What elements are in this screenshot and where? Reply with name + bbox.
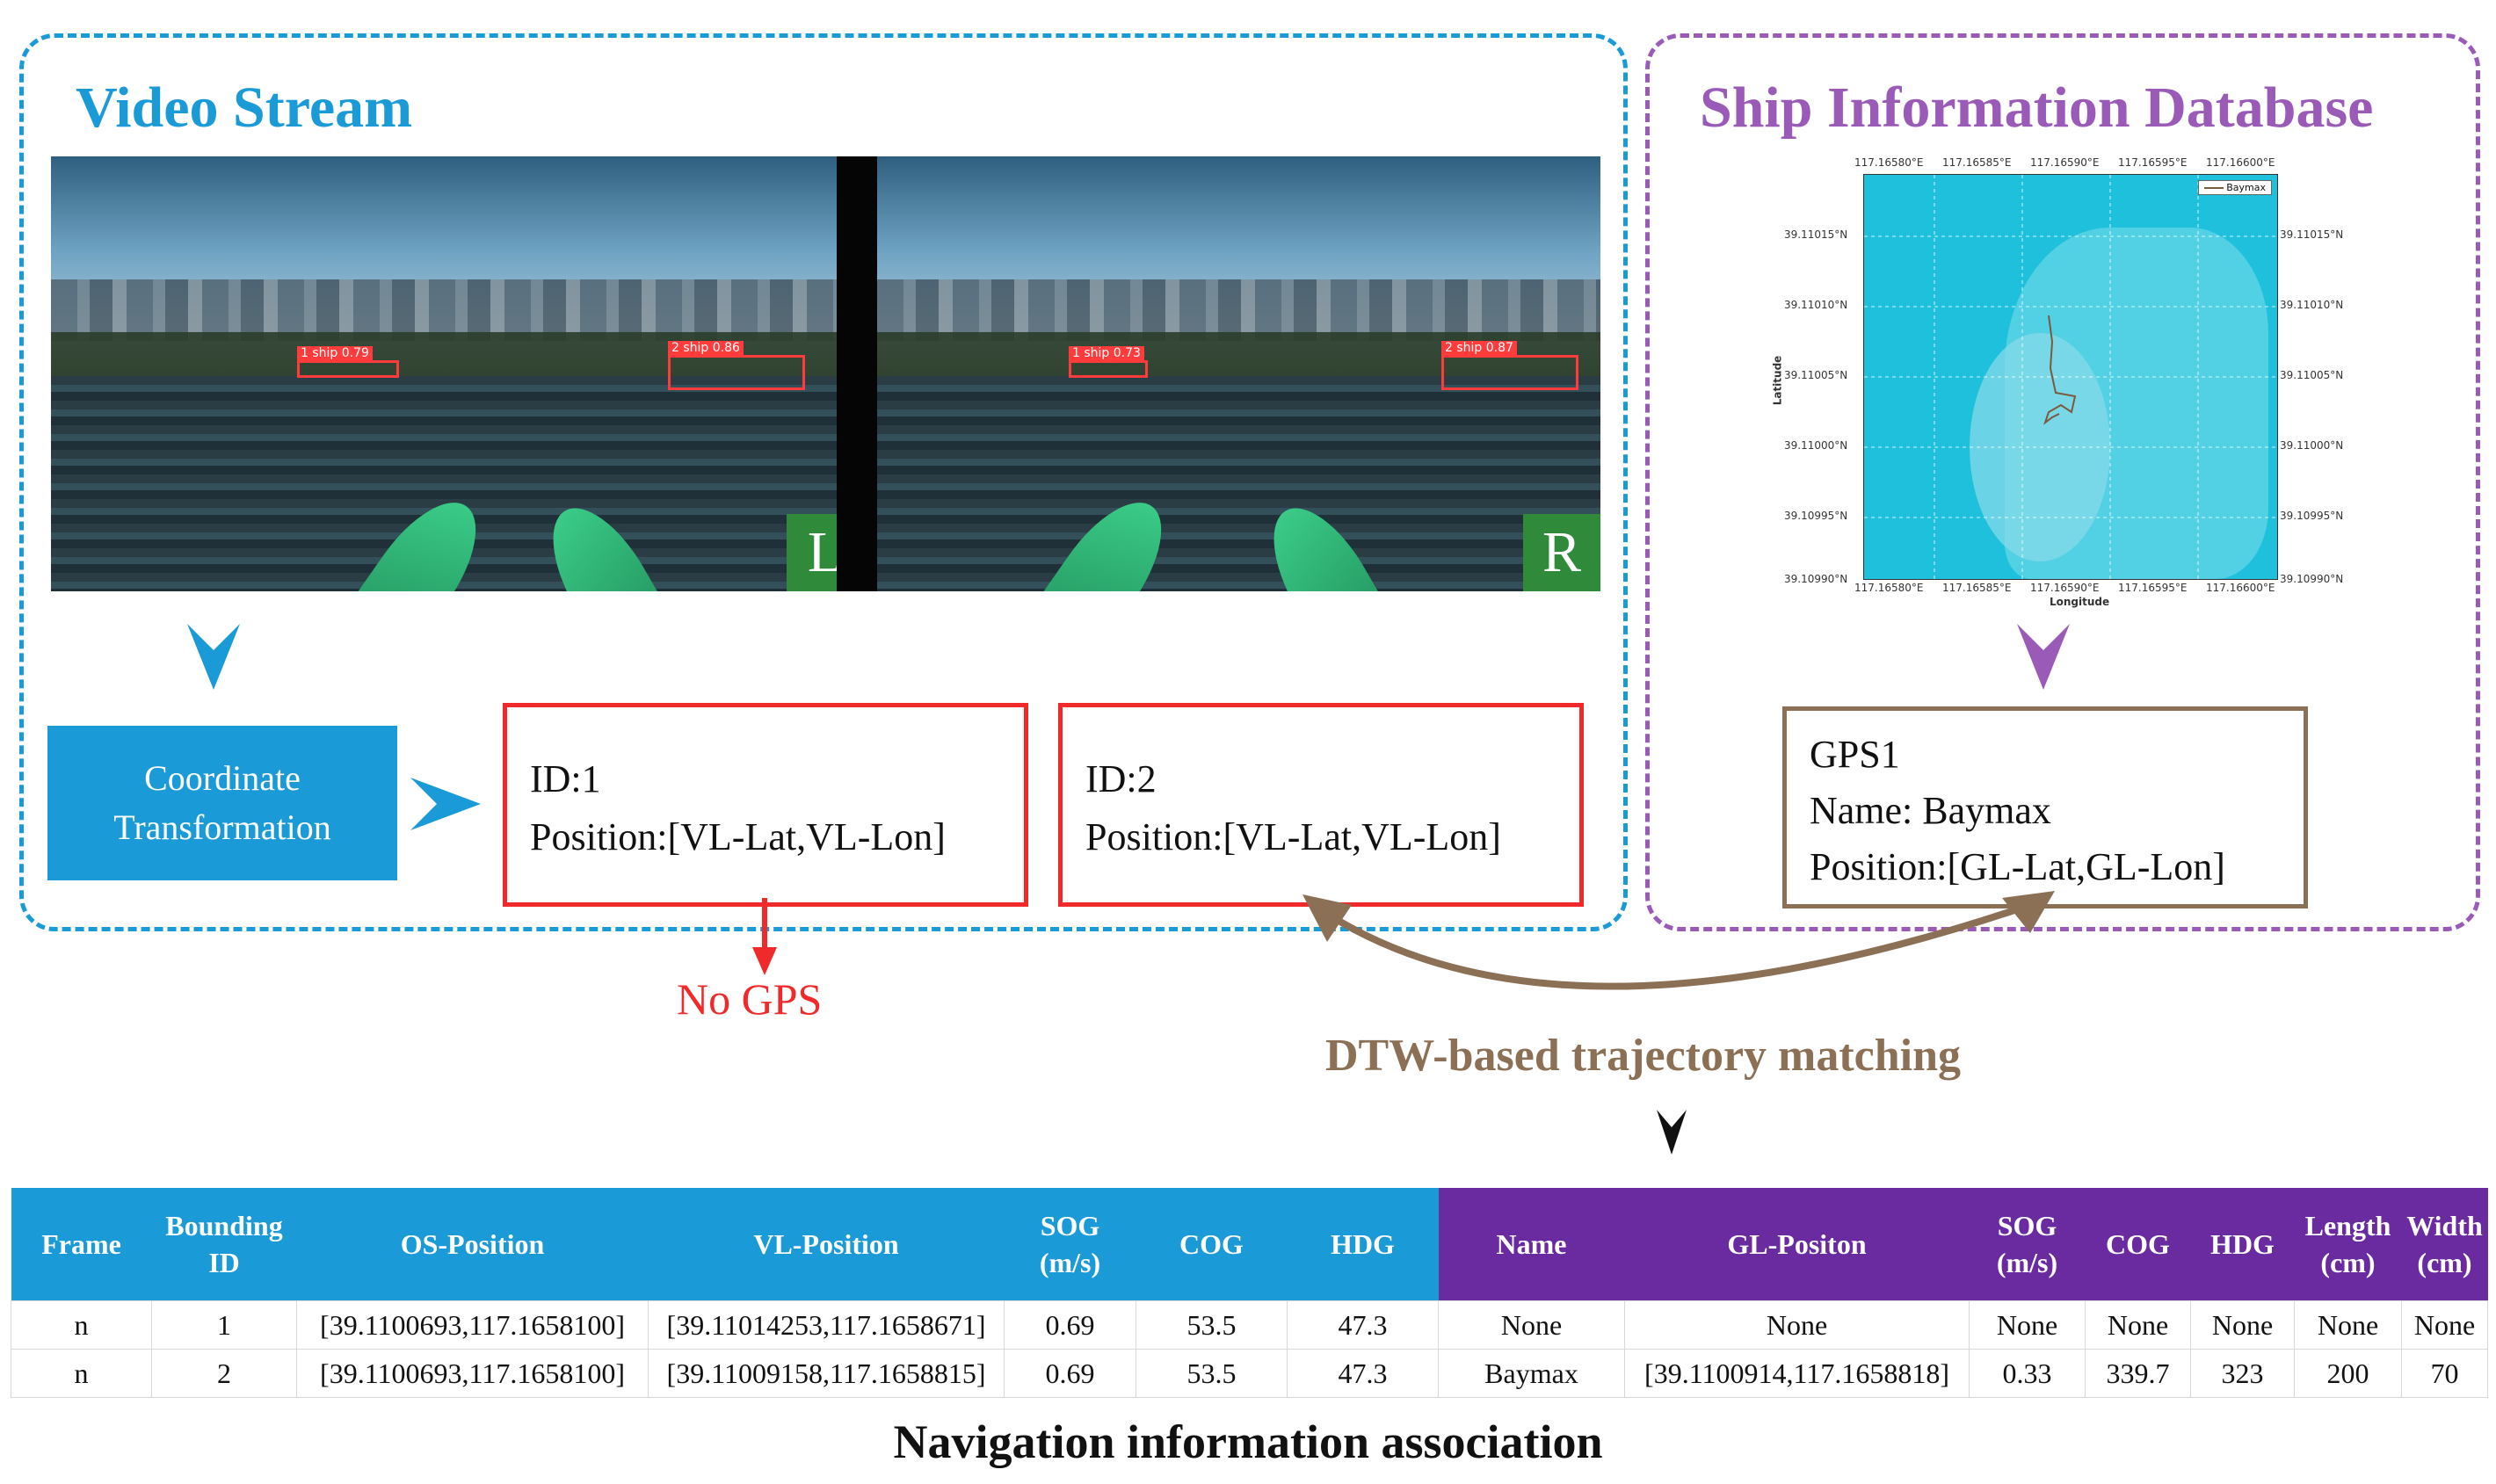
table-cell: None	[2190, 1300, 2295, 1350]
table-cell: [39.1100693,117.1658100]	[296, 1300, 649, 1350]
header-width: Width(cm)	[2401, 1188, 2488, 1301]
table-cell: [39.1100693,117.1658100]	[296, 1349, 649, 1398]
detection-label-1: 1 ship 0.79	[297, 346, 373, 360]
table-cell: 339.7	[2085, 1349, 2191, 1398]
chevron-down-icon	[187, 624, 240, 690]
table-cell: None	[2085, 1300, 2191, 1350]
camera-divider	[837, 156, 877, 591]
header-db-cog: COG	[2085, 1188, 2191, 1301]
table-cell: 0.33	[1969, 1349, 2086, 1398]
left-camera-frame: 1 ship 0.79 2 ship 0.86 L	[51, 156, 864, 591]
map-plot-area: Baymax	[1863, 174, 2278, 580]
arrow-right-icon	[410, 778, 481, 830]
table-cell: 47.3	[1287, 1349, 1439, 1398]
table-cell: 70	[2401, 1349, 2488, 1398]
table-cell: None	[2401, 1300, 2488, 1350]
gps-record-box: GPS1 Name: Baymax Position:[GL-Lat,GL-Lo…	[1782, 706, 2308, 908]
map-legend: Baymax	[2197, 180, 2272, 195]
detection-box-2	[1441, 355, 1578, 390]
table-cell: 200	[2294, 1349, 2402, 1398]
coordinate-transformation-line1: Coordinate	[144, 758, 301, 798]
video-stream-panel	[19, 33, 1628, 931]
target-1-box: ID:1 Position:[VL-Lat,VL-Lon]	[503, 703, 1028, 907]
target-2-id: ID:2	[1085, 757, 1157, 800]
table-cell: [39.11014253,117.1658671]	[648, 1300, 1005, 1350]
table-cell: None	[1438, 1300, 1625, 1350]
target-1-id: ID:1	[530, 757, 601, 800]
chevron-down-icon	[1657, 1110, 1687, 1155]
table-cell: 0.69	[1004, 1300, 1136, 1350]
table-cell: None	[2294, 1300, 2402, 1350]
target-1-position: Position:[VL-Lat,VL-Lon]	[530, 815, 946, 858]
trajectory-map: Baymax 117.16580°E 117.16585°E 117.16590…	[1771, 156, 2344, 608]
table-cell: 0.69	[1004, 1349, 1136, 1398]
detection-box-1	[1069, 360, 1148, 378]
table-cell: n	[11, 1349, 152, 1398]
table-caption: Navigation information association	[893, 1415, 1603, 1468]
target-2-position: Position:[VL-Lat,VL-Lon]	[1085, 815, 1501, 858]
dtw-matching-label: DTW-based trajectory matching	[1325, 1031, 1962, 1081]
map-y-label: Latitude	[1771, 355, 1784, 406]
header-frame: Frame	[11, 1188, 152, 1301]
table-cell: Baymax	[1438, 1349, 1625, 1398]
table-cell: 2	[151, 1349, 297, 1398]
detection-label-2: 2 ship 0.87	[1441, 341, 1517, 355]
header-sog: SOG(m/s)	[1004, 1188, 1136, 1301]
detection-label-2: 2 ship 0.86	[668, 341, 744, 355]
table-cell: [39.1100914,117.1658818]	[1624, 1349, 1970, 1398]
detection-box-2	[668, 355, 805, 390]
target-2-box: ID:2 Position:[VL-Lat,VL-Lon]	[1058, 703, 1584, 907]
table-cell: None	[1624, 1300, 1970, 1350]
baymax-trajectory	[2043, 315, 2077, 425]
header-name: Name	[1438, 1188, 1625, 1301]
table-cell: n	[11, 1300, 152, 1350]
table-cell: None	[1969, 1300, 2086, 1350]
header-db-hdg: HDG	[2190, 1188, 2295, 1301]
gps-record-name: Name: Baymax	[1810, 789, 2051, 832]
no-gps-label: No GPS	[677, 974, 823, 1024]
table-cell: 47.3	[1287, 1300, 1439, 1350]
header-db-sog: SOG(m/s)	[1969, 1188, 2086, 1301]
coordinate-transformation-block: Coordinate Transformation	[47, 726, 397, 880]
dtw-matching-arrow	[1302, 891, 2055, 990]
table-cell: 53.5	[1136, 1349, 1288, 1398]
gps-record-id: GPS1	[1810, 733, 1900, 776]
header-hdg: HDG	[1287, 1188, 1439, 1301]
coordinate-transformation-line2: Transformation	[113, 807, 331, 847]
detection-box-1	[297, 360, 399, 378]
detection-label-1: 1 ship 0.73	[1069, 346, 1144, 360]
header-os-position: OS-Position	[296, 1188, 649, 1301]
header-length: Length(cm)	[2294, 1188, 2402, 1301]
chevron-down-icon	[2017, 624, 2070, 690]
table-cell: 323	[2190, 1349, 2295, 1398]
ship-database-title: Ship Information Database	[1700, 76, 2374, 140]
gps-record-position: Position:[GL-Lat,GL-Lon]	[1810, 845, 2225, 888]
map-x-label: Longitude	[2050, 596, 2110, 608]
header-gl-position: GL-Positon	[1624, 1188, 1970, 1301]
right-view-tag: R	[1523, 514, 1600, 591]
header-cog: COG	[1136, 1188, 1288, 1301]
table-cell: 53.5	[1136, 1300, 1288, 1350]
video-stream-title: Video Stream	[76, 76, 413, 140]
red-arrow-down-icon	[752, 898, 777, 975]
table-cell: 1	[151, 1300, 297, 1350]
header-vl-position: VL-Position	[648, 1188, 1005, 1301]
right-camera-frame: 1 ship 0.73 2 ship 0.87 R	[877, 156, 1600, 591]
table-cell: [39.11009158,117.1658815]	[648, 1349, 1005, 1398]
ship-database-panel	[1645, 33, 2480, 931]
